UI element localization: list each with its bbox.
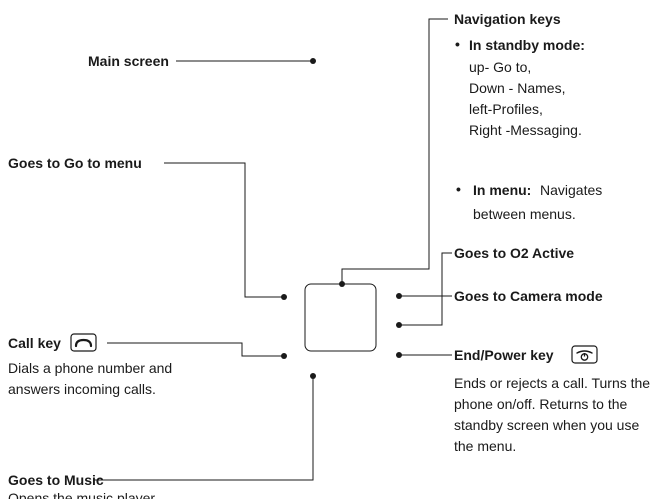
standby-item: Right -Messaging. bbox=[469, 122, 582, 138]
o2-active-label: Goes to O2 Active bbox=[454, 245, 575, 261]
nav-keys-leader bbox=[341, 18, 448, 284]
center-key-outline bbox=[304, 283, 377, 352]
end-power-description: Ends or rejects a call. Turns the phone … bbox=[454, 373, 650, 457]
main-screen-dot bbox=[310, 58, 316, 64]
standby-item: up- Go to, bbox=[469, 59, 532, 75]
camera-mode-label: Goes to Camera mode bbox=[454, 288, 603, 304]
standby-item: left-Profiles, bbox=[469, 101, 543, 117]
nav-keys-dot bbox=[339, 281, 345, 287]
music-label: Goes to Music bbox=[8, 472, 104, 488]
end-power-label: End/Power key bbox=[454, 347, 554, 363]
in-menu-description-cont: between menus. bbox=[473, 206, 576, 222]
menu-bullet: • bbox=[456, 181, 461, 197]
end-power-description-line: the menu. bbox=[454, 438, 517, 454]
end-power-key-icon bbox=[571, 345, 598, 364]
music-dot bbox=[310, 373, 316, 379]
standby-item: Down - Names, bbox=[469, 80, 566, 96]
end-power-description-line: standby screen when you use bbox=[454, 417, 640, 433]
call-key-label: Call key bbox=[8, 335, 61, 351]
standby-mode-title: In standby mode: bbox=[469, 37, 585, 53]
music-leader bbox=[94, 376, 314, 481]
standby-mode-list: up- Go to, Down - Names, left-Profiles, … bbox=[469, 57, 582, 141]
nav-keys-label: Navigation keys bbox=[454, 11, 561, 27]
call-key-dot bbox=[281, 353, 287, 359]
music-description: Opens the music player bbox=[8, 490, 156, 499]
main-screen-label: Main screen bbox=[88, 53, 169, 69]
call-key-leader bbox=[107, 342, 284, 357]
end-power-dot bbox=[396, 352, 402, 358]
call-key-description-line: Dials a phone number and bbox=[8, 360, 173, 376]
end-power-description-line: phone on/off. Returns to the bbox=[454, 396, 628, 412]
go-to-menu-leader bbox=[164, 162, 284, 298]
camera-dot bbox=[396, 322, 402, 328]
o2-active-leader bbox=[399, 252, 452, 297]
call-key-icon bbox=[70, 333, 97, 352]
call-key-description: Dials a phone number and answers incomin… bbox=[8, 358, 172, 400]
in-menu-description: Navigates bbox=[540, 182, 603, 198]
standby-bullet: • bbox=[455, 36, 460, 52]
o2-active-dot bbox=[396, 293, 402, 299]
end-power-description-line: Ends or rejects a call. Turns the bbox=[454, 375, 651, 391]
go-to-menu-dot bbox=[281, 294, 287, 300]
in-menu-title: In menu: bbox=[473, 182, 532, 198]
go-to-menu-label: Goes to Go to menu bbox=[8, 155, 142, 171]
call-key-description-line: answers incoming calls. bbox=[8, 381, 156, 397]
camera-leader bbox=[399, 295, 452, 326]
